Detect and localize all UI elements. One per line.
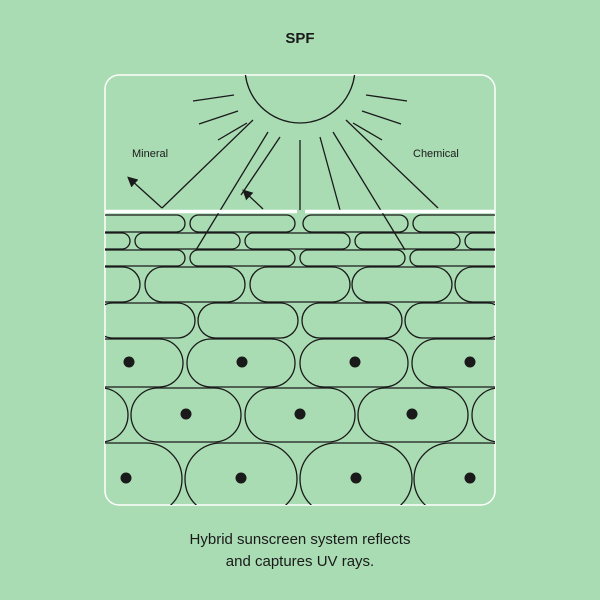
- diagram-frame: [104, 74, 496, 506]
- skin-layer-row-3: [105, 249, 495, 267]
- chemical-label: Chemical: [413, 148, 459, 160]
- cell-nucleus-icon: [123, 356, 135, 368]
- skin-layer-row-4: [105, 266, 495, 303]
- cell-nucleus-icon: [349, 356, 361, 368]
- skin-layer-row-5: [105, 302, 495, 339]
- cell-nucleus-icon: [350, 472, 362, 484]
- cell-nucleus-icon: [235, 472, 247, 484]
- reflected-ray-arrow-icon: [242, 189, 264, 210]
- cell-nucleus-icon: [294, 408, 306, 420]
- uv-rays: [161, 119, 439, 251]
- skin-layer-row-1: [105, 214, 495, 233]
- cell-nucleus-icon: [464, 472, 476, 484]
- cell-nucleus-icon: [464, 356, 476, 368]
- caption-line-1: Hybrid sunscreen system reflects: [189, 531, 411, 548]
- page-title: SPF: [285, 30, 315, 47]
- skin-layer-row-2: [105, 232, 495, 250]
- cell-nucleus-icon: [406, 408, 418, 420]
- skin-layer-row-6: [105, 338, 495, 388]
- skin-layer-row-7: [105, 387, 495, 443]
- skin-layer-row-8: [105, 442, 495, 505]
- cell-nucleus-icon: [236, 356, 248, 368]
- mineral-label: Mineral: [132, 148, 168, 160]
- caption: Hybrid sunscreen system reflects and cap…: [0, 529, 600, 573]
- cell-nucleus-icon: [120, 472, 132, 484]
- reflected-ray-arrow-icon: [127, 176, 163, 209]
- cell-nucleus-icon: [180, 408, 192, 420]
- sun-icon: [192, 75, 408, 141]
- caption-line-2: and captures UV rays.: [225, 553, 375, 570]
